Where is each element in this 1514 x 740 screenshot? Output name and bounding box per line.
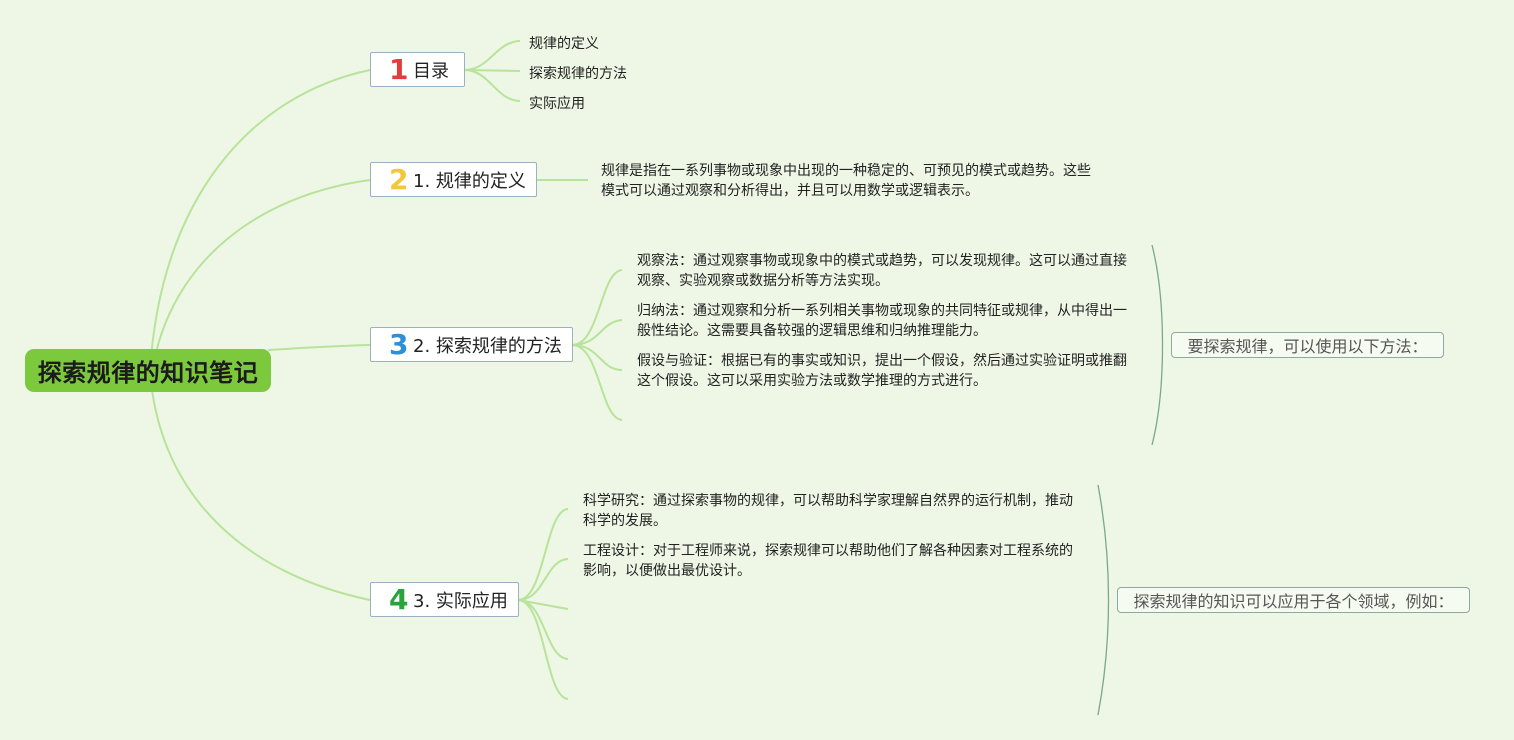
- summary-label-methods[interactable]: 要探索规律，可以使用以下方法：: [1171, 332, 1444, 358]
- connector-b1-c2: [463, 69, 521, 72]
- branch-label: 3. 实际应用: [413, 590, 508, 612]
- contents-item[interactable]: 规律的定义: [529, 36, 599, 52]
- connector-b4-i5: [517, 599, 569, 700]
- summary-text: 要探索规律，可以使用以下方法：: [1187, 337, 1428, 356]
- connector-b3-i2: [571, 319, 623, 346]
- root-title: 探索规律的知识笔记: [37, 359, 259, 387]
- connector-b3-i1: [571, 269, 623, 346]
- branch-node-definition[interactable]: 2 1. 规律的定义: [370, 162, 537, 197]
- number-two-icon: 2: [389, 162, 409, 196]
- number-one-icon: 1: [389, 52, 409, 86]
- branch-node-applications[interactable]: 4 3. 实际应用: [370, 582, 519, 617]
- definition-text[interactable]: 规律是指在一系列事物或现象中出现的一种稳定的、可预见的模式或趋势。这些模式可以通…: [601, 163, 1091, 199]
- application-item-science[interactable]: 科学研究：通过探索事物的规律，可以帮助科学家理解自然界的运行机制，推动科学的发展…: [583, 493, 1073, 529]
- connector-root-branch2: [151, 179, 371, 373]
- connector-root-branch1: [149, 69, 371, 373]
- number-three-icon: 3: [389, 327, 409, 361]
- connector-b4-i4: [517, 599, 569, 660]
- summary-label-applications[interactable]: 探索规律的知识可以应用于各个领域，例如：: [1117, 587, 1470, 613]
- connector-b1-c1: [463, 40, 521, 71]
- connector-b3-i3: [571, 344, 623, 371]
- connector-b4-i1: [517, 508, 569, 601]
- application-item-engineering[interactable]: 工程设计：对于工程师来说，探索规律可以帮助他们了解各种因素对工程系统的影响，以便…: [583, 543, 1073, 579]
- connector-root-branch4: [149, 371, 371, 601]
- summary-text: 探索规律的知识可以应用于各个领域，例如：: [1133, 592, 1454, 611]
- branch-label: 1. 规律的定义: [413, 170, 526, 192]
- connector-b1-c3: [463, 69, 521, 102]
- root-node[interactable]: 探索规律的知识笔记: [25, 349, 271, 392]
- contents-item[interactable]: 探索规律的方法: [529, 66, 627, 82]
- method-item-observation[interactable]: 观察法：通过观察事物或现象中的模式或趋势，可以发现规律。这可以通过直接观察、实验…: [637, 253, 1127, 289]
- connector-root-branch3: [267, 344, 371, 351]
- contents-item[interactable]: 实际应用: [529, 96, 585, 112]
- branch-label: 目录: [413, 60, 449, 82]
- branch-label: 2. 探索规律的方法: [413, 335, 562, 357]
- branch-node-methods[interactable]: 3 2. 探索规律的方法: [370, 327, 573, 362]
- summary-brace-3: [1151, 244, 1164, 446]
- connector-b4-i2: [517, 558, 569, 601]
- method-item-induction[interactable]: 归纳法：通过观察和分析一系列相关事物或现象的共同特征或规律，从中得出一般性结论。…: [637, 303, 1127, 339]
- branch-node-contents[interactable]: 1 目录: [370, 52, 465, 87]
- method-item-hypothesis[interactable]: 假设与验证：根据已有的事实或知识，提出一个假设，然后通过实验证明或推翻这个假设。…: [637, 353, 1127, 389]
- summary-brace-4: [1097, 484, 1110, 716]
- connector-b3-i4: [571, 344, 623, 421]
- number-four-icon: 4: [389, 582, 409, 616]
